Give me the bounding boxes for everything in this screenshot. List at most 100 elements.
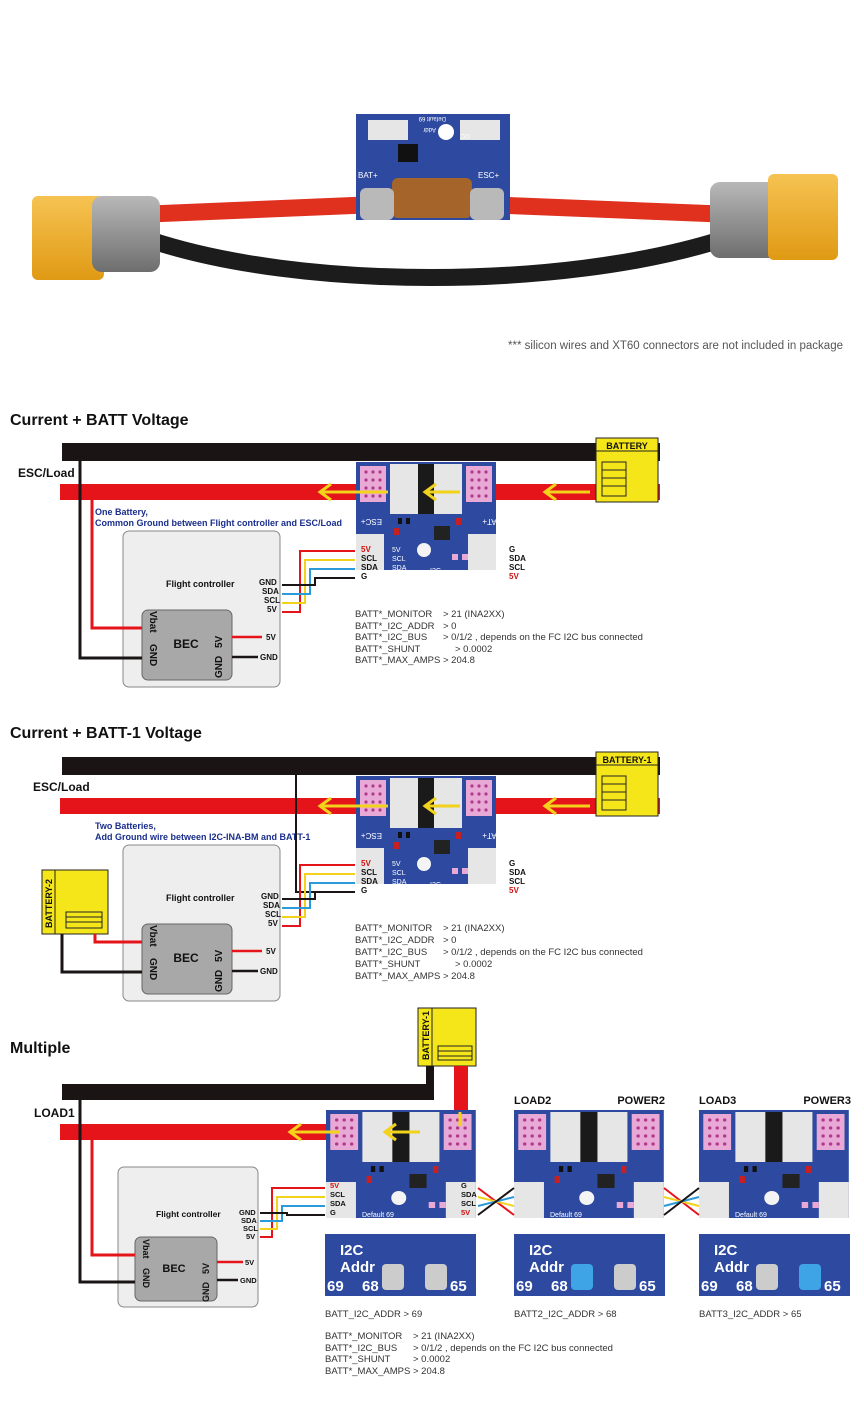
closeup-2-69: 69 <box>516 1278 533 1295</box>
photo-bat-label: BAT+ <box>358 171 378 180</box>
section-1-fc-5v: 5V <box>267 605 277 614</box>
section-3-fc-sda: SDA <box>241 1216 257 1225</box>
section-1-param-3-val: > 0.0002 <box>455 644 492 655</box>
section-2-fc-out5v: 5V <box>266 947 276 956</box>
section-3-title: Multiple <box>10 1040 71 1057</box>
section-1-default: Default 69 <box>395 583 427 590</box>
section-1-68: 68 <box>441 583 449 590</box>
section-3-param-3-key: BATT*_MAX_AMPS <box>325 1366 410 1377</box>
section-3-bec-5v: 5V <box>201 1263 211 1274</box>
section-2-note2: Add Ground wire between I2C-INA-BM and B… <box>95 832 310 842</box>
section-2-pin-sda: SDA <box>361 877 378 886</box>
section-2-battery2: BATTERY-2 <box>44 879 54 928</box>
section-1-cpin-5v: 5V <box>392 547 401 554</box>
photo-addr-label: Addr <box>423 126 436 132</box>
section-2-title: Current + BATT-1 Voltage <box>10 725 202 742</box>
section-2-pin-5v: 5V <box>361 859 371 868</box>
section-3-load3: LOAD3 <box>699 1095 736 1107</box>
section-1-board-bat: BAT+ <box>482 517 502 526</box>
section-2-param-4-val: > 204.8 <box>443 971 475 982</box>
section-3-power3: POWER3 <box>803 1095 851 1107</box>
section-1: Current + BATT Voltage ESC/Load BATTERY … <box>10 412 660 688</box>
section-2-fc-sda: SDA <box>263 901 280 910</box>
section-3-board1-default: Default 69 <box>362 1212 394 1219</box>
section-2-param-3-val: > 0.0002 <box>455 959 492 970</box>
section-2-fc-outgnd: GND <box>260 967 278 976</box>
section-2-65: 65 <box>470 897 478 904</box>
section-3-board3-default: Default 69 <box>735 1212 767 1219</box>
section-1-rpin-g: G <box>509 545 515 554</box>
section-3-fc-title: Flight controller <box>156 1209 221 1219</box>
section-2-bec-5v: 5V <box>214 949 225 962</box>
section-3-battery: BATTERY-1 <box>421 1011 431 1060</box>
section-2-param-1-val: > 0 <box>443 935 456 946</box>
section-2-rpin-scl: SCL <box>509 877 525 886</box>
section-2-bec-gnd2: GND <box>214 970 225 992</box>
section-1-battery: BATTERY <box>606 441 648 451</box>
closeup-1-65: 65 <box>450 1278 467 1295</box>
closeup-3-i2c: I2C <box>714 1242 738 1259</box>
section-3: Multiple BATTERY-1 LOAD1 LOAD2 POWER2 LO… <box>10 1007 851 1377</box>
section-2-param-0-val: > 21 (INA2XX) <box>443 923 505 934</box>
section-2-note1: Two Batteries, <box>95 821 156 831</box>
section-3-bec: BEC <box>162 1263 185 1275</box>
closeup-1-i2c: I2C <box>340 1242 364 1259</box>
section-1-param-0-val: > 21 (INA2XX) <box>443 609 505 620</box>
section-3-vbat: Vbat <box>141 1239 151 1259</box>
section-2-cpin-g: G <box>392 888 397 895</box>
section-3-board1-pin-g: G <box>330 1208 336 1217</box>
section-2: Current + BATT-1 Voltage ESC/Load BATTER… <box>10 725 660 1002</box>
photo-i2c-label: I2C <box>460 132 470 138</box>
section-2-i2c: I2C <box>430 882 441 889</box>
section-1-param-2-key: BATT*_I2C_BUS <box>355 632 427 643</box>
section-3-board1-pin-5v: 5V <box>330 1181 339 1190</box>
closeup-3-69: 69 <box>701 1278 718 1295</box>
section-2-cpin-scl: SCL <box>392 870 406 877</box>
section-1-param-2-val: > 0/1/2 , depends on the FC I2C bus conn… <box>443 632 643 643</box>
section-1-note1: One Battery, <box>95 507 148 517</box>
section-2-param-1-key: BATT*_I2C_ADDR <box>355 935 435 946</box>
section-2-fc-scl: SCL <box>265 910 281 919</box>
section-3-fc-gnd: GND <box>239 1208 256 1217</box>
section-3-fc-outgnd: GND <box>240 1276 257 1285</box>
product-photo: BAT+ ESC+ Default 69 Addr I2C <box>32 114 838 286</box>
section-1-vbat: Vbat <box>147 611 158 633</box>
section-3-fc-out5v: 5V <box>245 1258 254 1267</box>
addr-closeup-3: I2C Addr 69 68 65 <box>699 1234 850 1296</box>
closeup-1-addr: Addr <box>340 1259 375 1276</box>
section-1-rpin-5v: 5V <box>509 572 519 581</box>
section-3-param-2-val: > 0.0002 <box>413 1354 450 1365</box>
section-1-rpin-scl: SCL <box>509 563 525 572</box>
section-3-param-2-key: BATT*_SHUNT <box>325 1354 390 1365</box>
section-1-param-4-val: > 204.8 <box>443 655 475 666</box>
section-1-board-esc: ESC+ <box>361 517 382 526</box>
section-2-param-2-val: > 0/1/2 , depends on the FC I2C bus conn… <box>443 947 643 958</box>
section-1-param-3-key: BATT*_SHUNT <box>355 644 420 655</box>
section-3-param-3-val: > 204.8 <box>413 1366 445 1377</box>
section-2-param-4-key: BATT*_MAX_AMPS <box>355 971 440 982</box>
closeup-2-65: 65 <box>639 1278 656 1295</box>
section-1-fc-title: Flight controller <box>166 579 235 589</box>
section-3-fc-5v: 5V <box>246 1232 255 1241</box>
closeup-2-68: 68 <box>551 1278 568 1295</box>
section-1-addr: Addr <box>430 576 445 583</box>
section-2-cpin-sda: SDA <box>392 879 407 886</box>
closeup-2-caption: BATT2_I2C_ADDR > 68 <box>514 1309 617 1320</box>
section-1-load: ESC/Load <box>18 466 75 480</box>
package-note: *** silicon wires and XT60 connectors ar… <box>508 340 843 352</box>
section-3-board1-rpin-5v: 5V <box>461 1208 470 1217</box>
section-2-param-2-key: BATT*_I2C_BUS <box>355 947 427 958</box>
photo-default-label: Default 69 <box>418 115 446 121</box>
closeup-3-addr: Addr <box>714 1259 749 1276</box>
section-1-cpin-g: G <box>392 574 397 581</box>
section-1-65: 65 <box>470 583 478 590</box>
section-2-fc-5v: 5V <box>268 919 278 928</box>
section-1-cpin-sda: SDA <box>392 565 407 572</box>
section-1-bec-gnd2: GND <box>214 656 225 678</box>
section-1-fc-scl: SCL <box>264 596 280 605</box>
section-2-pin-g: G <box>361 886 367 895</box>
section-3-board1-pin-sda: SDA <box>330 1199 346 1208</box>
closeup-2-addr: Addr <box>529 1259 564 1276</box>
addr-closeup-2: I2C Addr 69 68 65 <box>514 1234 665 1296</box>
